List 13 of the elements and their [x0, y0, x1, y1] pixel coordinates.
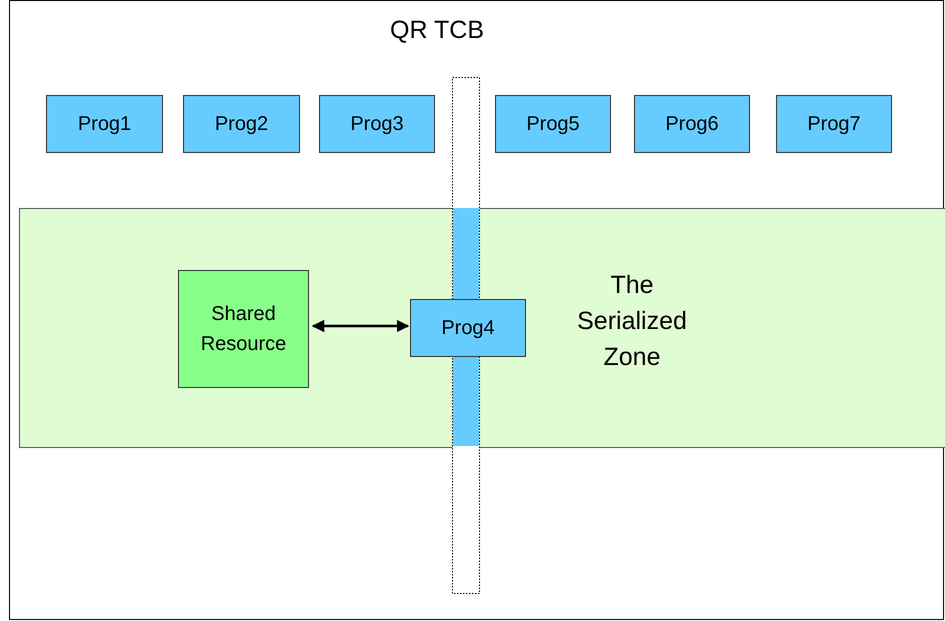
- program-box: Prog2: [183, 95, 300, 153]
- double-arrow: [312, 320, 410, 332]
- zone-label: The Serialized Zone: [576, 270, 688, 373]
- program-box: Prog6: [634, 95, 750, 153]
- resource-box: Shared Resource: [178, 270, 309, 388]
- program-box: Prog7: [776, 95, 892, 153]
- program-box: Prog5: [495, 95, 611, 153]
- zone-band: [19, 208, 945, 448]
- program-box: Prog3: [319, 95, 435, 153]
- title-text: QR TCB: [390, 15, 484, 45]
- frame-box: [9, 0, 944, 620]
- program-box: Prog1: [46, 95, 163, 153]
- program-box: Prog4: [410, 299, 526, 357]
